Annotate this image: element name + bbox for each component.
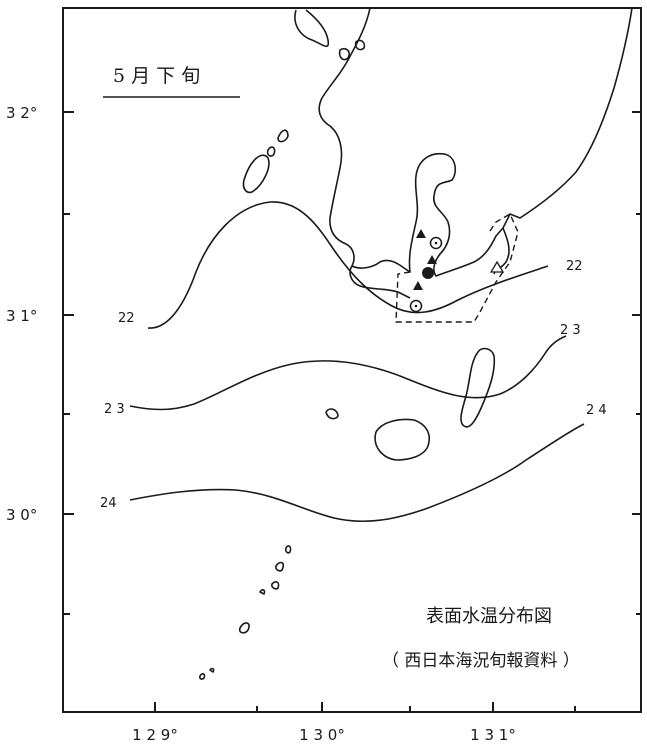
tokara-island-1 — [285, 545, 292, 554]
station-open-triangle — [489, 260, 505, 273]
kuchinoerabu-island — [325, 408, 339, 420]
island-c — [354, 39, 366, 51]
lat-label-32: 3 2° — [6, 104, 37, 122]
isotherm-label-22-east: 22 — [566, 259, 583, 274]
lon-label-131: 1 3 1° — [470, 726, 516, 744]
isotherm-23 — [129, 335, 567, 411]
station-open-circle-2-dot — [414, 304, 418, 308]
station-triangle-2 — [427, 255, 437, 264]
station-filled-circle — [422, 267, 434, 279]
isotherm-label-23-west: 2 3 — [104, 402, 125, 417]
isotherms — [129, 201, 585, 523]
station-triangle-1 — [416, 229, 426, 238]
longitude-ticks-bottom — [154, 702, 576, 712]
tanegashima — [460, 347, 496, 428]
isotherm-label-22-west: 22 — [118, 311, 135, 326]
tokara-island-4 — [271, 581, 280, 590]
yakushima — [374, 418, 430, 461]
map-title: 5 月 下 旬 — [113, 65, 200, 87]
isotherm-24 — [129, 423, 585, 523]
isotherm-label-24-west: 24 — [100, 496, 117, 511]
map-caption-title: 表面水温分布図 — [426, 606, 552, 627]
lat-label-30: 3 0° — [6, 506, 37, 524]
map-caption-source: （ 西日本海況旬報資料 ） — [382, 651, 580, 671]
lon-label-130: 1 3 0° — [299, 726, 345, 744]
latitude-ticks-left — [63, 111, 74, 615]
island-b — [338, 47, 351, 61]
koshiki-island-2 — [266, 146, 276, 157]
koshiki-island-1 — [242, 154, 270, 194]
coastline — [199, 7, 633, 680]
satsuma-coast — [349, 265, 411, 299]
lat-label-31: 3 1° — [6, 307, 37, 325]
tokara-island-2 — [275, 561, 285, 572]
station-open-circle-1-dot — [434, 241, 438, 245]
koshiki-island-3 — [277, 129, 289, 143]
tokara-island-3 — [259, 589, 266, 595]
station-triangle-3 — [413, 281, 423, 290]
station-markers — [409, 229, 505, 313]
survey-area — [395, 213, 519, 323]
tokara-island-6 — [199, 673, 206, 680]
tokara-island-7 — [209, 667, 215, 673]
lon-label-129: 1 2 9° — [132, 726, 178, 744]
isotherm-22 — [147, 201, 549, 329]
tokara-island-5 — [238, 622, 250, 634]
latitude-ticks-right — [632, 111, 641, 615]
isotherm-label-23-east: 2 3 — [560, 323, 581, 338]
map-frame — [62, 7, 642, 713]
island-a — [294, 9, 330, 48]
isotherm-label-24-east: 2 4 — [586, 403, 607, 418]
survey-area-outline — [395, 213, 519, 323]
kyushu-mainland-coast — [318, 7, 633, 277]
